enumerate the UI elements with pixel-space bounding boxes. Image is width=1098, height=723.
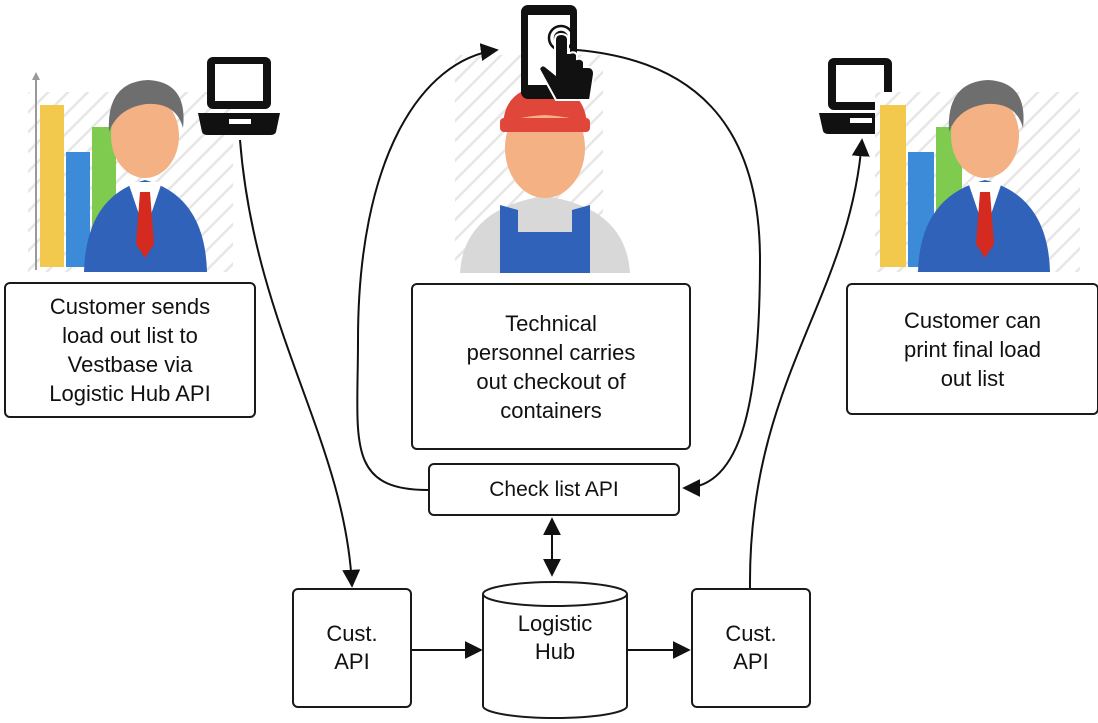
customer-print-box: Customer can print final load out list [846,283,1098,415]
cust-api-right-box: Cust. API [691,588,811,708]
laptop-left-icon [198,57,280,135]
arrow-checklist-to-phone [356,43,499,491]
checklist-api-label: Check list API [489,478,619,501]
customer-print-label: Customer can print final load out list [904,307,1041,391]
cust-api-right-label: Cust. API [725,621,777,674]
arrow-phone-to-checklist [576,49,762,497]
cust-api-left-label: Cust. API [326,621,378,674]
logistic-hub-label: Logistic Hub [517,611,593,664]
businessman-left-icon [28,72,233,272]
technical-personnel-box: Technical personnel carries out checkout… [411,283,691,450]
checklist-api-box: Check list API [428,463,680,516]
technical-personnel-label: Technical personnel carries out checkout… [466,310,636,423]
businessman-right-icon [875,80,1080,272]
customer-sends-box: Customer sends load out list to Vestbase… [4,282,256,418]
logistic-hub-cylinder [482,581,628,719]
arrow-laptop-to-cust-api [239,139,361,588]
cust-api-left-box: Cust. API [292,588,412,708]
arrow-cust-api-to-laptop [748,138,870,589]
smartphone-touch-icon [521,5,596,101]
customer-sends-label: Customer sends load out list to Vestbase… [49,294,211,406]
